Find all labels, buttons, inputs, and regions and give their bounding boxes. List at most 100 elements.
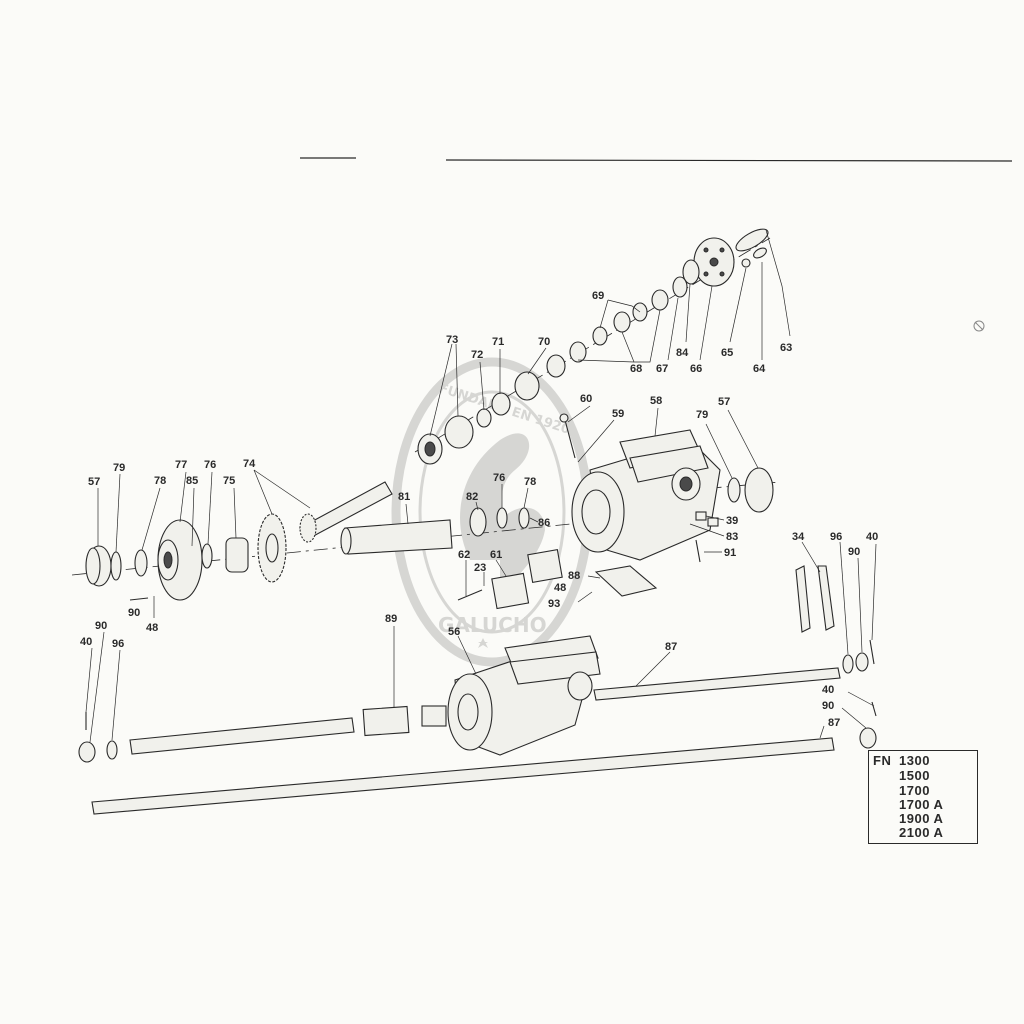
callout-57-right: 57 [718, 396, 730, 408]
callout-61: 61 [490, 549, 502, 561]
callout-57-left: 57 [88, 476, 100, 488]
part-66-bolt-hole [719, 247, 725, 253]
callout-73: 73 [446, 334, 458, 346]
part-67-ring [672, 276, 688, 298]
callout-93: 93 [548, 598, 560, 610]
part-76-ring-mid [496, 507, 508, 529]
callout-76-left: 76 [204, 459, 216, 471]
part-90-nut-lower-left [78, 741, 96, 763]
callout-86: 86 [538, 517, 550, 529]
callout-90-bottom: 90 [822, 700, 834, 712]
part-81-spline-shaft [340, 519, 453, 555]
part-90-bolt-left [129, 597, 149, 601]
registration-mark [973, 320, 985, 332]
callout-90-left: 90 [128, 607, 140, 619]
model-prefix: FN [873, 753, 892, 768]
callout-65: 65 [721, 347, 733, 359]
part-79-ring-left [110, 551, 122, 581]
callout-62: 62 [458, 549, 470, 561]
callout-56: 56 [448, 626, 460, 638]
callout-90-far-left: 90 [95, 620, 107, 632]
callout-70: 70 [538, 336, 550, 348]
part-23-plate [527, 548, 563, 584]
callout-87-upper: 87 [665, 641, 677, 653]
callout-48-mid: 48 [554, 582, 566, 594]
part-96-washer-right [842, 654, 854, 674]
part-82-bushing [469, 507, 487, 537]
callout-79-right: 79 [696, 409, 708, 421]
callout-74: 74 [243, 458, 256, 470]
model-item: 1500 [899, 768, 930, 783]
part-63-pin [735, 228, 769, 252]
part-73-cup [444, 415, 474, 449]
callout-72: 72 [471, 349, 483, 361]
part-72-ring [476, 408, 492, 428]
callout-78-mid: 78 [524, 476, 536, 488]
part-77-hub [157, 519, 203, 601]
part-57-cap-left-face [85, 547, 101, 585]
callout-67: 67 [656, 363, 668, 375]
part-96-washer-left [106, 740, 118, 760]
callout-82: 82 [466, 491, 478, 503]
part-40-pin-lower-right [871, 701, 877, 717]
part-39-nut-b [707, 517, 719, 527]
part-74-pinion-shaft [299, 481, 393, 543]
callout-75: 75 [223, 475, 235, 487]
part-78-ring-left [134, 549, 148, 577]
part-58-housing [571, 429, 721, 561]
part-87-lower-shaft [91, 737, 835, 815]
part-66-bolt-hole [703, 271, 709, 277]
callout-85: 85 [186, 475, 198, 487]
callout-96-right: 96 [830, 531, 842, 543]
part-39-nut [695, 511, 707, 521]
part-57-cap-right [744, 467, 774, 513]
model-item: 2100 A [899, 825, 944, 840]
part-71-ring [491, 392, 511, 416]
part-88-bracket [594, 565, 658, 597]
callout-89: 89 [385, 613, 397, 625]
part-66-bolt-hole [719, 271, 725, 277]
callout-90-right: 90 [848, 546, 860, 558]
callout-23: 23 [474, 562, 486, 574]
part-coupler [421, 705, 447, 727]
part-61-plate [491, 572, 530, 610]
leader-lines [85, 229, 877, 743]
callout-66: 66 [690, 363, 702, 375]
callout-40-bottom: 40 [822, 684, 834, 696]
callout-68: 68 [630, 363, 642, 375]
callout-83: 83 [726, 531, 738, 543]
model-item: 1900 A [899, 811, 944, 826]
part-66-bolt-hole [703, 247, 709, 253]
callout-77: 77 [175, 459, 187, 471]
part-68-ring-a [651, 289, 669, 311]
part-69-ring-a [613, 311, 631, 333]
part-84-ring [682, 259, 700, 285]
callout-63: 63 [780, 342, 792, 354]
callout-60: 60 [580, 393, 592, 405]
callout-34: 34 [792, 531, 805, 543]
part-79-ring-right [727, 477, 741, 503]
registration-mark-cross [974, 321, 984, 331]
part-60-bolt [564, 419, 576, 459]
part-90-nut-lower-right [859, 727, 877, 749]
model-item: 1700 [899, 783, 930, 798]
callout-79-left: 79 [113, 462, 125, 474]
part-70-bearing [546, 354, 566, 378]
border-line-right [445, 159, 1013, 162]
part-89-sleeve [362, 705, 410, 737]
callout-91: 91 [724, 547, 736, 559]
callout-59: 59 [612, 408, 624, 420]
part-65-washer [741, 258, 751, 268]
model-item: 1700 A [899, 797, 944, 812]
callout-76-mid: 76 [493, 472, 505, 484]
part-56-housing [447, 635, 601, 756]
part-66-bolt-hole [709, 257, 719, 267]
watermark-bottom-text: GALUCHO [438, 613, 547, 637]
part-64-bolt [753, 247, 767, 259]
callout-58: 58 [650, 395, 662, 407]
upper-parts-group [417, 228, 769, 465]
part-74-gear [257, 513, 287, 583]
callout-69: 69 [592, 290, 604, 302]
part-87-upper-shaft [593, 667, 841, 701]
